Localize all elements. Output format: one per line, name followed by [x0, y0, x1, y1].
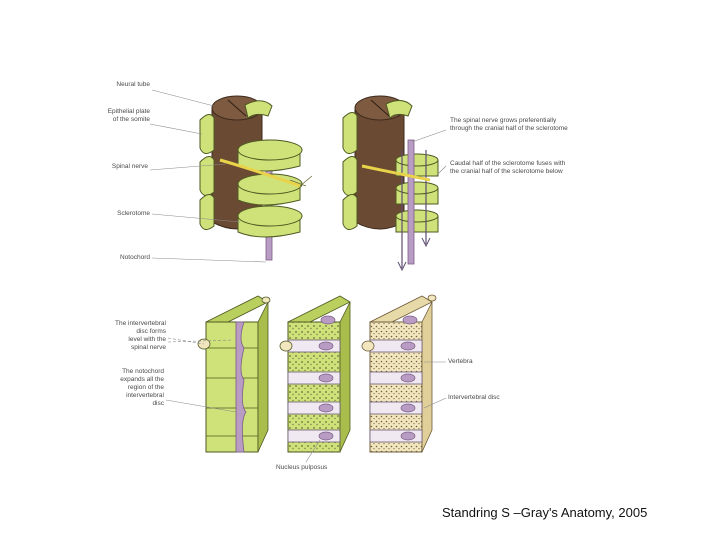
leader-lines — [149, 89, 447, 463]
label-epithelial-plate: Epithelial plate of the somite — [107, 108, 150, 123]
label-vertebra: Vertebra — [448, 358, 473, 365]
vertebra-panel — [361, 294, 437, 453]
nucleus-pulposus-panel — [279, 295, 351, 453]
label-caudal-half: Caudal half of the sclerotome fuses with… — [450, 160, 566, 175]
label-notochord-expands: The notochord expands all the region of … — [120, 368, 164, 407]
label-nerve-grows: The spinal nerve grows preferentially th… — [450, 117, 568, 132]
disc-formation-panel — [197, 295, 271, 453]
label-nucleus-pulposus: Nucleus pulposus — [276, 464, 328, 471]
label-notochord: Notochord — [120, 254, 150, 261]
label-sclerotome: Sclerotome — [117, 210, 150, 217]
citation: Standring S –Gray's Anatomy, 2005 — [442, 505, 648, 520]
resegmentation-illustration — [342, 95, 439, 272]
label-spinal-nerve: Spinal nerve — [111, 163, 148, 170]
label-neural-tube: Neural tube — [116, 81, 150, 88]
label-disc-forms: The intervertebral disc forms level with… — [115, 320, 166, 351]
label-intervertebral-disc: Intervertebral disc — [448, 394, 500, 401]
somite-stage-illustration — [199, 95, 313, 261]
